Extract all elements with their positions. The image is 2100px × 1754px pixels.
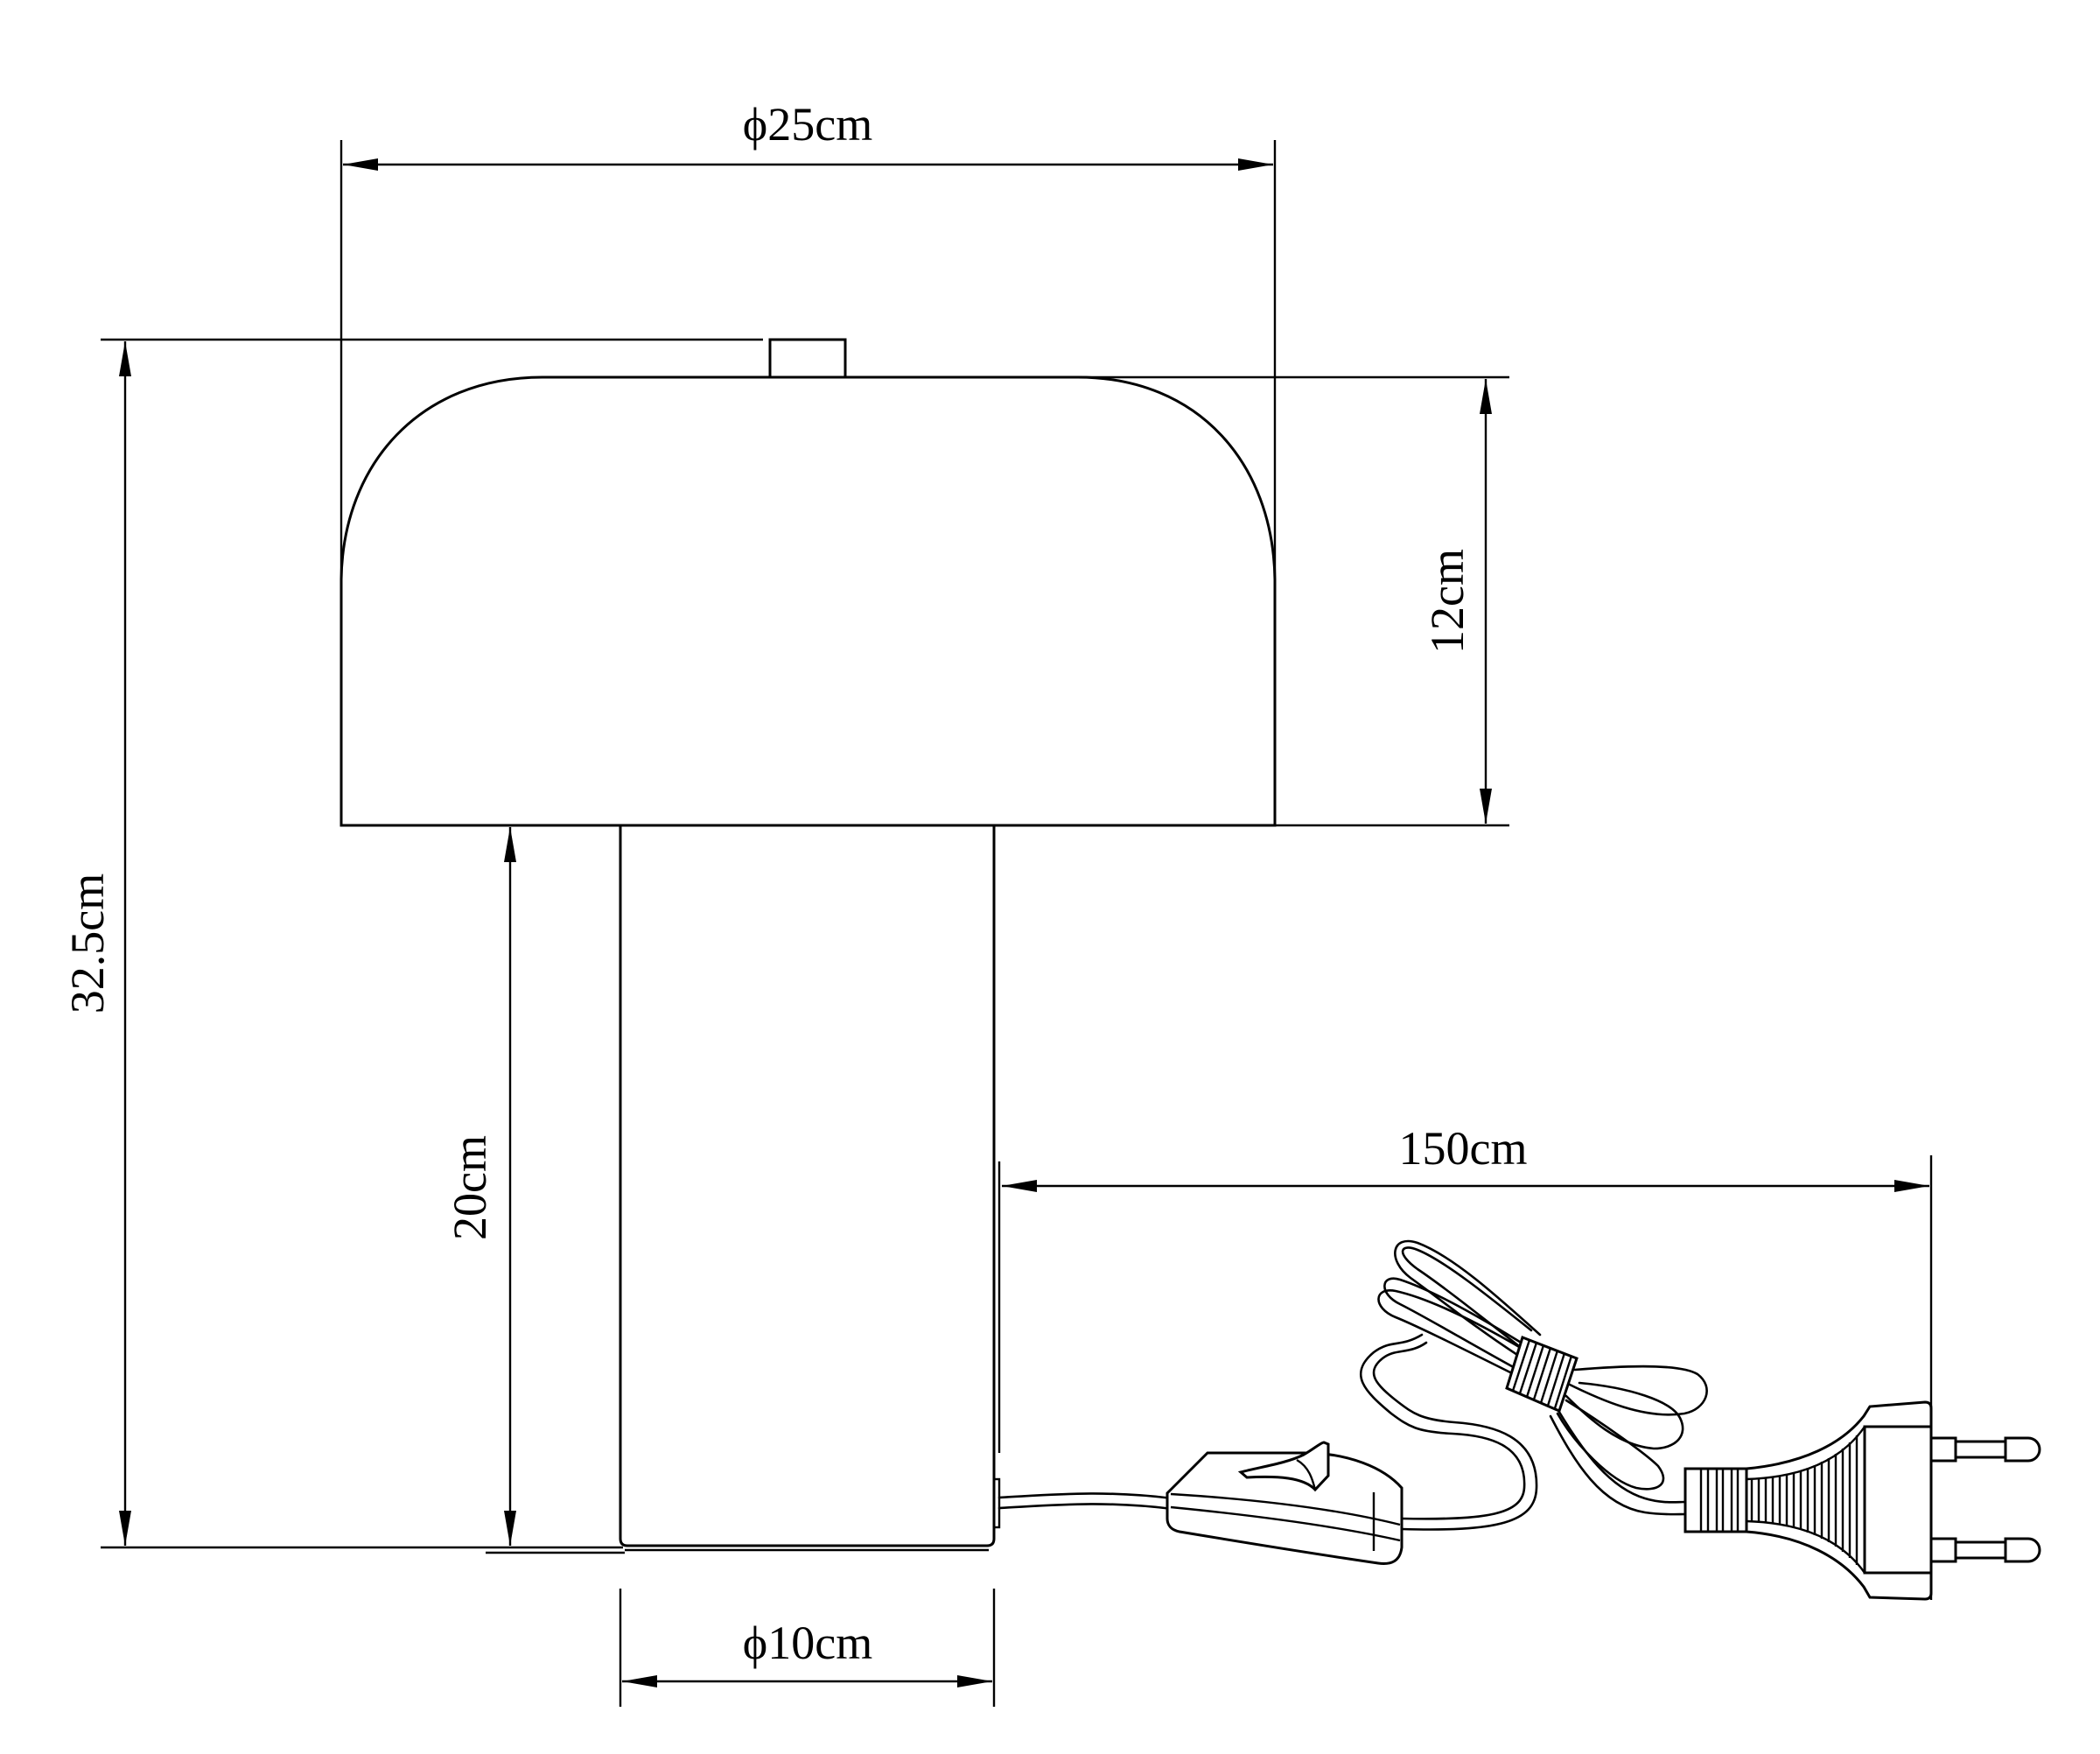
label-shade-diameter: ϕ25cm [743,98,872,151]
lamp-base [486,825,1001,1554]
plug-grip-ribs [1746,1426,1866,1574]
label-total-height: 32.5cm [61,873,114,1014]
power-cable [998,1333,1538,1531]
label-base-diameter: ϕ10cm [743,1617,872,1669]
label-cable-length: 150cm [1399,1122,1528,1175]
top-knob [768,338,847,379]
dimension-shade-diameter: ϕ25cm [340,98,1277,579]
dimension-base-diameter: ϕ10cm [619,1589,996,1707]
dimension-shade-height: 12cm [1078,375,1509,827]
dimension-total-height: 32.5cm [61,338,763,1549]
cable-tie [1505,1336,1578,1414]
lamp-shade [340,375,1277,827]
label-shade-height: 12cm [1421,549,1474,654]
plug-pin-bottom [1929,1537,2041,1563]
label-base-height: 20cm [444,1135,496,1240]
dimension-base-height: 20cm [444,827,516,1546]
plug-pin-top [1929,1436,2041,1463]
inline-rocker-switch [1166,1441,1404,1565]
euro-plug [1684,1400,2041,1601]
coiled-cable [1377,1239,1708,1516]
rocker-button-icon [1237,1441,1330,1492]
